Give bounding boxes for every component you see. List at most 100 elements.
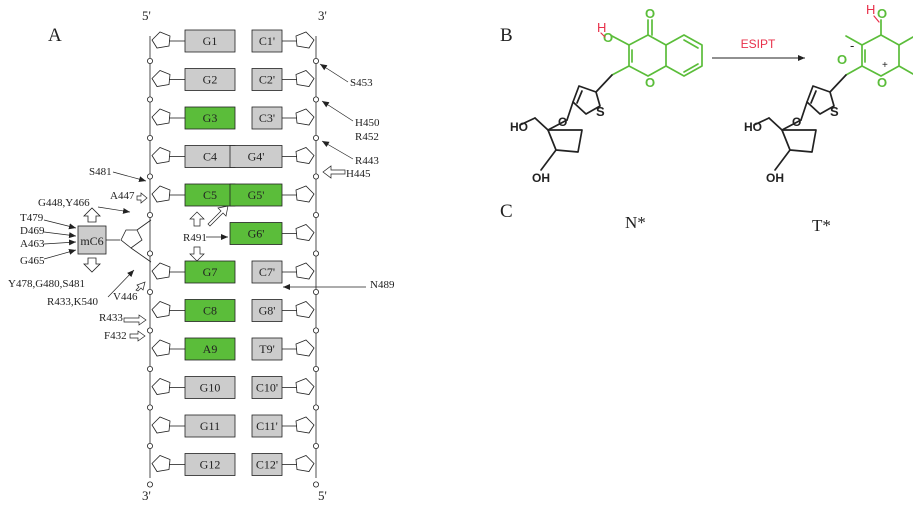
svg-text:HO: HO (510, 120, 528, 134)
sugar-right (295, 108, 315, 126)
flipped-sugar (120, 229, 143, 249)
base-label-left: C4 (203, 150, 217, 164)
residue-S481: S481 (89, 166, 112, 178)
phosphate-right (312, 250, 319, 257)
base-box-G1 (184, 29, 236, 53)
base-label-left: A9 (203, 342, 218, 356)
phosphate-right (312, 58, 319, 65)
base-label-right: C10' (256, 381, 278, 395)
base-label-left: G2 (203, 73, 218, 87)
residue-G465: G465 (20, 255, 45, 267)
strand-end-bottom-right: 5' (318, 488, 327, 503)
sugar-right (295, 70, 315, 87)
sugar-left (151, 147, 171, 164)
sugar-left (151, 185, 171, 203)
base-box-right (251, 453, 283, 476)
phosphate-right (312, 481, 319, 488)
molecule-t-star: O O O - + H S HO O OH (744, 2, 913, 185)
base-box-A9 (184, 337, 236, 361)
sugar-left (151, 416, 171, 434)
base-box-right (251, 106, 283, 130)
base-label-right: G5' (248, 188, 265, 202)
svg-text:OH: OH (766, 171, 784, 185)
phosphate-right (312, 288, 319, 295)
base-label-right: C1' (259, 34, 275, 48)
phosphate-left (146, 58, 153, 65)
sugar-left (151, 378, 171, 395)
residue-V446: V446 (113, 291, 138, 303)
svg-text:HO: HO (744, 120, 762, 134)
svg-text:-: - (850, 38, 854, 53)
phosphate-left (146, 442, 153, 449)
base-label-left: G3 (203, 111, 218, 125)
base-box-right (251, 376, 283, 399)
svg-text:O: O (877, 75, 887, 90)
phosphate-left (146, 481, 153, 488)
phosphate-right (312, 442, 319, 449)
base-box-right (251, 299, 283, 322)
residue-F432: F432 (104, 330, 127, 342)
sugar-left (151, 455, 171, 472)
svg-text:S: S (830, 104, 839, 119)
base-box-right (251, 260, 283, 284)
r491-arrow-up (189, 211, 205, 227)
sugar-right (295, 378, 315, 395)
state-label-n-star: N* (625, 213, 646, 232)
residue-A447: A447 (110, 190, 135, 202)
svg-text:O: O (645, 6, 655, 21)
sugar-right (295, 31, 315, 49)
sugar-left (151, 70, 171, 87)
strand-end-top-right: 3' (318, 8, 327, 23)
base-label-left: C5 (203, 188, 217, 202)
sugar-right (295, 339, 315, 357)
base-label-right: C2' (259, 73, 275, 87)
base-label-left: G12 (200, 458, 221, 472)
base-label-right: C12' (256, 458, 278, 472)
sugar-left (151, 339, 171, 357)
base-label-right: G8' (259, 304, 276, 318)
reaction-arrow: ESIPT (712, 37, 805, 61)
sugar-right (295, 147, 315, 164)
base-box-G10 (184, 376, 236, 399)
base-label-left: G1 (203, 34, 218, 48)
sugar-right (295, 224, 315, 241)
base-label-left: G11 (200, 419, 220, 433)
residue-R443: R443 (355, 155, 379, 167)
base-box-right (229, 183, 283, 207)
phosphate-right (312, 96, 319, 103)
panel-label-c: C (500, 201, 513, 222)
base-box-mC6 (77, 225, 107, 255)
sugar-right (295, 416, 315, 434)
base-label-right: G4' (248, 150, 265, 164)
svg-text:H: H (597, 20, 606, 35)
svg-text:O: O (837, 52, 847, 67)
base-box-G2 (184, 68, 236, 91)
base-label-left: G10 (200, 381, 221, 395)
base-label-left: C8 (203, 304, 217, 318)
base-label-right: T9' (259, 342, 275, 356)
phosphate-right (312, 404, 319, 411)
base-box-right (251, 68, 283, 91)
residue-S453: S453 (350, 77, 373, 89)
base-box-right (251, 29, 283, 53)
base-label-mC6: mC6 (80, 234, 103, 248)
phosphate-right (312, 173, 319, 180)
hollow-arrow-down (83, 257, 101, 273)
strand-end-bottom-left: 3' (142, 488, 151, 503)
panel-label-a: A (48, 25, 62, 46)
sugar-right (295, 262, 315, 280)
base-box-G3 (184, 106, 236, 130)
residue-R452: R452 (355, 131, 379, 143)
phosphate-right (312, 211, 319, 218)
phosphate-right (312, 327, 319, 334)
sugar-right (295, 301, 315, 318)
state-label-t-star: T* (812, 216, 831, 235)
sugar-right (295, 185, 315, 203)
sugar-left (151, 31, 171, 49)
phosphate-left (146, 250, 153, 257)
panel-label-b: B (500, 25, 513, 46)
phosphate-left (146, 327, 153, 334)
residue-R491: R491 (183, 232, 207, 244)
phosphate-left (146, 211, 153, 218)
